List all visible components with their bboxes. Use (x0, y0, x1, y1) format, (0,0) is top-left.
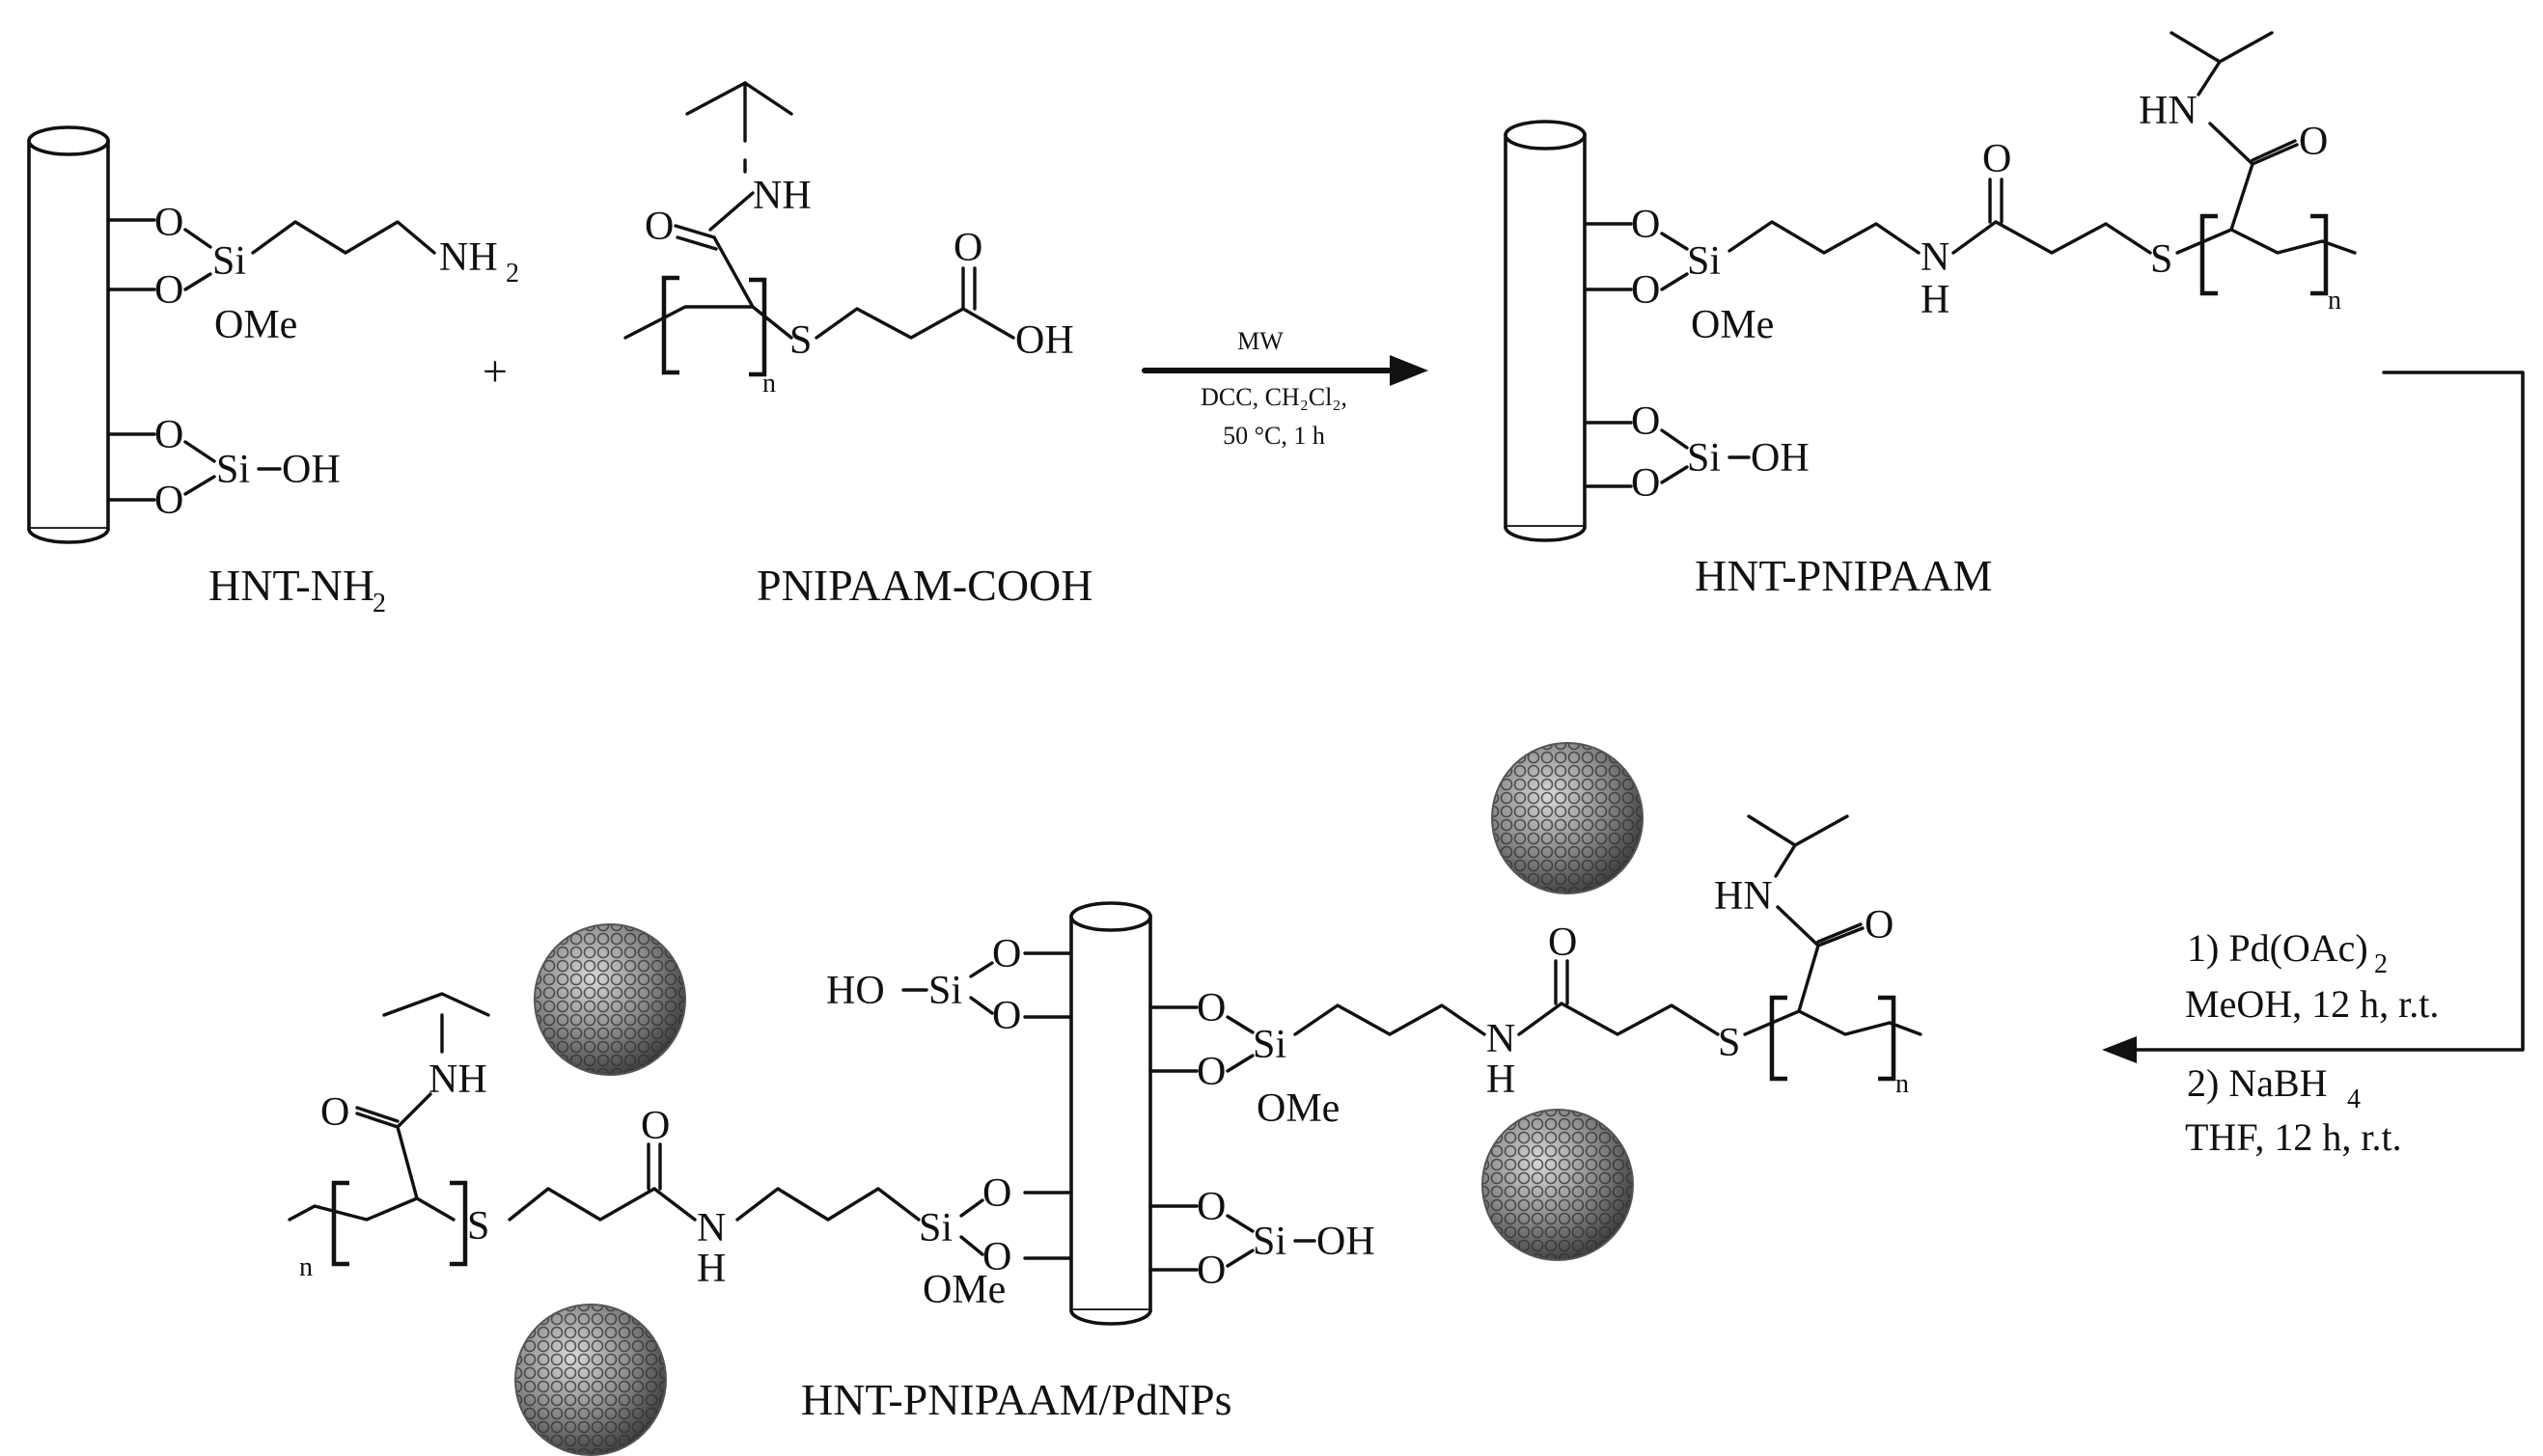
oxygen-label: O (1197, 1050, 1226, 1094)
amine-subscript: 2 (506, 259, 519, 288)
amide-h-label: H (1921, 278, 1949, 322)
compound-label-subscript: 2 (373, 589, 386, 618)
oxygen-label: O (154, 413, 183, 457)
condition-step-1-solvent: MeOH, 12 h, r.t. (2185, 982, 2439, 1026)
hydroxyl-label: OH (1751, 436, 1810, 481)
oxygen-label: O (1197, 1185, 1226, 1229)
sulfur-label: S (467, 1204, 489, 1249)
amide-hn-label: HN (2139, 89, 2197, 133)
acid-hydroxyl-label: OH (1015, 318, 1074, 363)
condition-reagents: DCC, CH₂Cl₂, (1201, 383, 1347, 411)
oxygen-label: O (1631, 461, 1660, 506)
reaction-arrow-2: 1) Pd(OAc) 2 MeOH, 12 h, r.t. 2) NaBH 4 … (2102, 371, 2525, 1159)
carbonyl-oxygen-label: O (1865, 903, 1893, 948)
carbonyl-oxygen-label: O (641, 1104, 670, 1148)
carbonyl-oxygen-label: O (1982, 137, 2011, 181)
compound-label-hnt-nh2: HNT-NH (208, 561, 374, 610)
oxygen-label: O (1631, 203, 1660, 247)
acid-carbonyl-oxygen-label: O (954, 226, 982, 270)
oxygen-label: O (992, 994, 1021, 1038)
amide-nh-label: NH (753, 174, 812, 218)
silicon-label: Si (1253, 1023, 1286, 1067)
silicon-label: Si (1253, 1220, 1286, 1264)
pd-nanoparticle-icon (1481, 1109, 1634, 1261)
repeat-n-label: n (1895, 1069, 1909, 1099)
silicon-label: Si (928, 969, 962, 1013)
condition-microwave: MW (1237, 327, 1284, 355)
carbonyl-oxygen-label: O (2299, 120, 2328, 164)
oxygen-label: O (1197, 986, 1226, 1030)
oxygen-label: O (982, 1235, 1011, 1279)
pd-nanoparticle-icon (1491, 742, 1644, 894)
silicon-label: Si (216, 448, 250, 492)
carbonyl-oxygen-label: O (320, 1090, 349, 1135)
condition-step-1-subscript: 2 (2374, 949, 2388, 979)
compound-label-final: HNT-PNIPAAM/PdNPs (801, 1375, 1232, 1424)
methoxy-label: OMe (1257, 1086, 1340, 1131)
repeat-n-label: n (299, 1252, 313, 1282)
carbonyl-oxygen-label: O (645, 205, 674, 249)
condition-temperature: 50 °C, 1 h (1223, 422, 1325, 450)
oxygen-label: O (154, 201, 183, 245)
sulfur-label: S (789, 318, 812, 363)
silicon-label: Si (1687, 436, 1721, 481)
amide-h-label: H (1486, 1058, 1515, 1102)
repeat-n-label: n (762, 369, 776, 398)
amide-hn-label: HN (1714, 874, 1773, 919)
carbonyl-oxygen-label: O (1548, 920, 1577, 965)
sulfur-label: S (1718, 1021, 1740, 1065)
nanotube-icon (27, 125, 110, 544)
silicon-label: Si (1687, 239, 1721, 284)
plus-sign: + (483, 346, 508, 396)
pd-nanoparticle-icon (534, 923, 686, 1076)
methoxy-label: OMe (923, 1268, 1006, 1312)
silicon-label: Si (212, 239, 246, 284)
hnt-pnipaam-structure: O O Si OMe N H O S n O HN O O Si OH HNT-… (1504, 31, 2357, 600)
nanotube-icon (1069, 901, 1152, 1326)
amide-n-label: N (1486, 1017, 1515, 1061)
hydroxyl-label: HO (826, 969, 885, 1013)
amide-h-label: H (697, 1247, 726, 1291)
condition-step-2: 2) NaBH (2187, 1061, 2328, 1105)
hnt-nh2-structure: O O Si OMe NH 2 O O Si OH HNT-NH 2 (27, 125, 519, 618)
compound-label-pnipaam-cooh: PNIPAAM-COOH (757, 561, 1092, 610)
compound-label-hnt-pnipaam: HNT-PNIPAAM (1695, 551, 1992, 600)
oxygen-label: O (992, 932, 1021, 976)
oxygen-label: O (154, 479, 183, 523)
methoxy-label: OMe (1691, 303, 1774, 347)
amide-n-label: N (1921, 235, 1949, 280)
condition-step-1: 1) Pd(OAc) (2187, 926, 2368, 970)
nanotube-icon (1504, 120, 1587, 542)
repeat-n-label: n (2328, 286, 2341, 316)
oxygen-label: O (982, 1171, 1011, 1216)
amine-label: NH (439, 235, 498, 280)
amide-n-label: N (697, 1206, 726, 1250)
reaction-arrow-1: MW DCC, CH₂Cl₂, 50 °C, 1 h (1142, 327, 1428, 450)
hydroxyl-label: OH (1316, 1220, 1375, 1264)
condition-step-2-solvent: THF, 12 h, r.t. (2185, 1115, 2402, 1159)
methoxy-label: OMe (214, 303, 297, 347)
hnt-pnipaam-pdnps-structure: O O Si HO O O Si OMe N H O S n O NH (288, 742, 1922, 1456)
silicon-label: Si (919, 1206, 953, 1250)
condition-step-2-subscript: 4 (2347, 1085, 2361, 1114)
amide-nh-label: NH (428, 1058, 487, 1102)
oxygen-label: O (154, 268, 183, 313)
pd-nanoparticle-icon (514, 1304, 667, 1456)
sulfur-label: S (2150, 237, 2172, 282)
pnipaam-cooh-structure: NH O n S O OH PNIPAAM-COOH (623, 81, 1092, 610)
oxygen-label: O (1631, 268, 1660, 313)
oxygen-label: O (1631, 399, 1660, 444)
hydroxyl-label: OH (282, 448, 341, 492)
oxygen-label: O (1197, 1249, 1226, 1293)
